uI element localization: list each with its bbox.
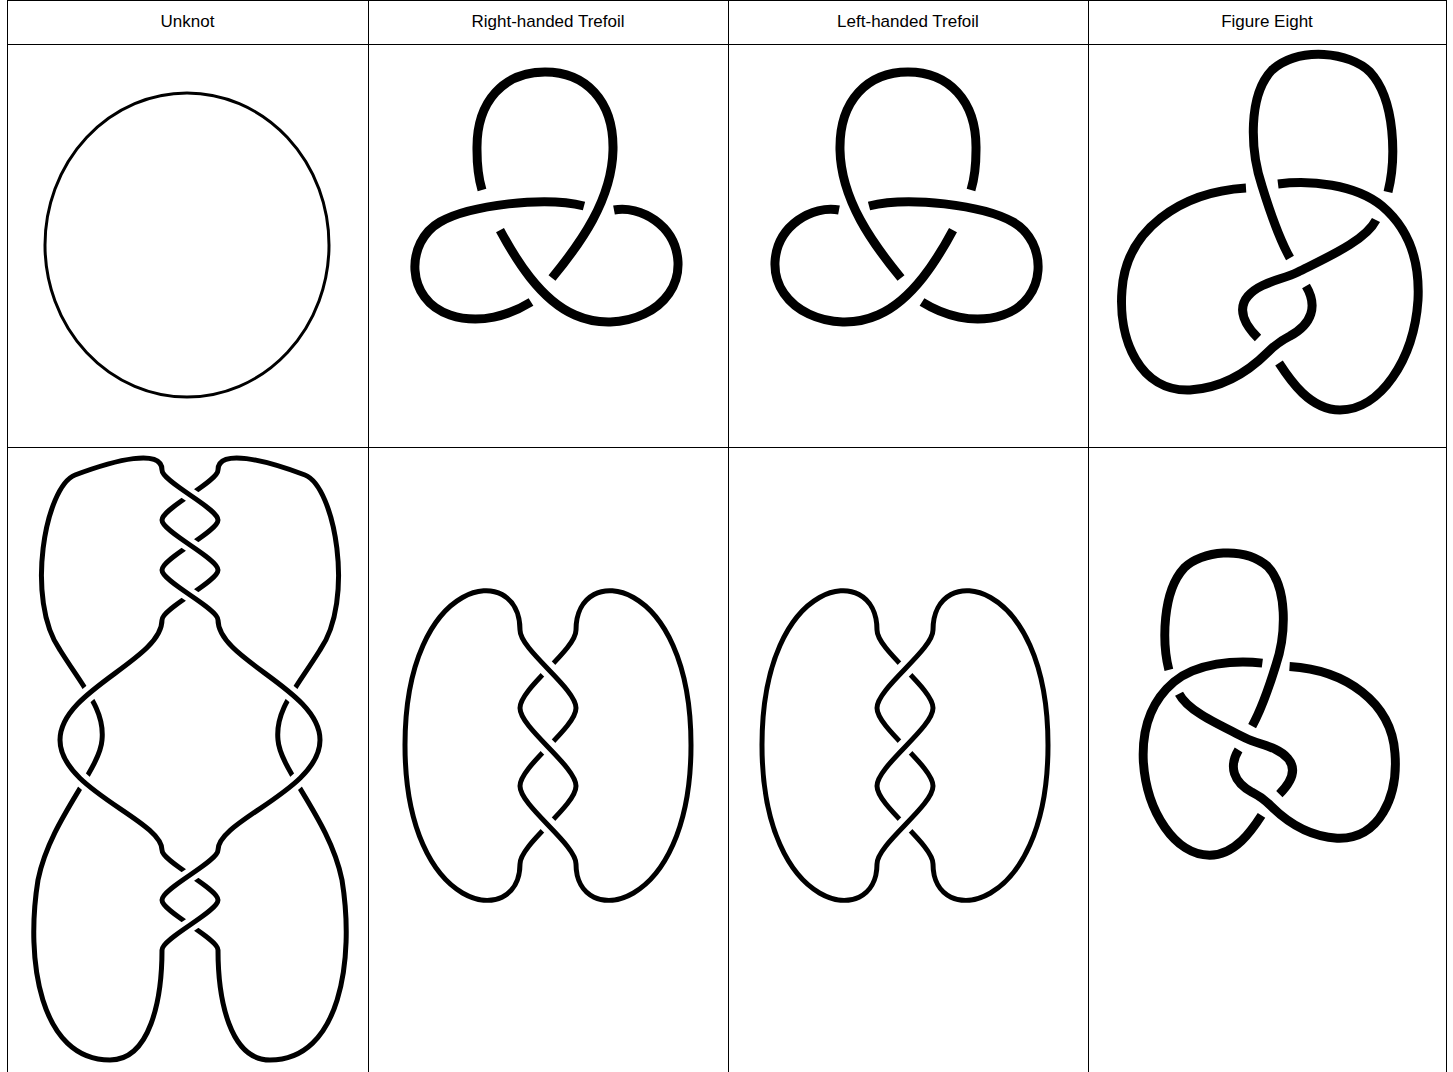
unknot-diagram	[34, 458, 346, 1060]
trefoil-knot	[775, 72, 1038, 322]
unknot-circle	[45, 93, 329, 397]
figure-eight-knot	[1143, 553, 1395, 855]
trefoil-knot	[762, 591, 1048, 901]
table-grid	[8, 0, 1447, 1072]
column-header: Figure Eight	[1088, 12, 1446, 32]
trefoil-knot	[415, 72, 678, 322]
column-header: Right-handed Trefoil	[368, 12, 728, 32]
figure-eight-knot	[1122, 54, 1419, 410]
column-header: Left-handed Trefoil	[728, 12, 1088, 32]
trefoil-knot	[405, 591, 691, 901]
column-header: Unknot	[7, 12, 368, 32]
